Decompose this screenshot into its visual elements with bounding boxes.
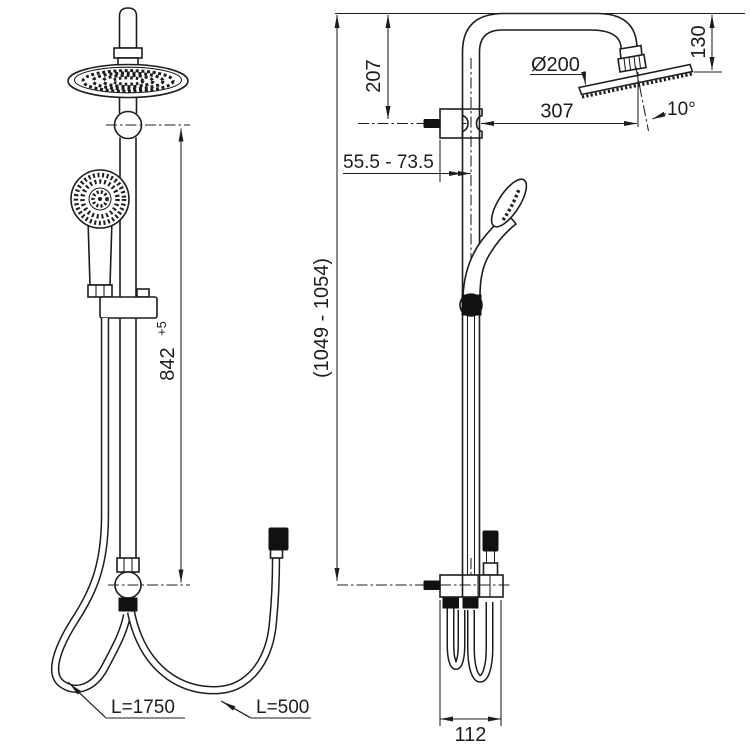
hose-end-cap (268, 527, 289, 551)
hose-long-label: L=1750 (111, 697, 175, 718)
hand-shower-side (459, 178, 528, 317)
dim-overall-text: (1049 - 1054) (311, 258, 333, 378)
slider-holder (99, 296, 158, 319)
bottom-fitting (116, 557, 140, 573)
dim-307-text: 307 (540, 101, 573, 123)
dimension-head-reach: 307 (481, 101, 637, 126)
dimension-overall-height: (1049 - 1054) (311, 15, 340, 581)
pipe-clamp (461, 108, 483, 139)
bottom-hose-loops (442, 596, 494, 683)
riser-collar (113, 47, 143, 59)
hose-short-label: L=500 (256, 697, 309, 718)
bottom-bracket-pin (423, 580, 441, 590)
head-tilt-axis (635, 66, 650, 132)
dim-842-text: 842 (157, 347, 179, 380)
hand-shower-front (70, 169, 130, 298)
outlet-connector (482, 530, 499, 576)
wall-bracket (439, 108, 464, 139)
label-hose-short: L=500 (220, 697, 311, 719)
bracket-pin (423, 119, 441, 128)
side-view: (1049 - 1054) 207 130 307 Ø200 10° (311, 12, 745, 746)
dim-130-text: 130 (688, 25, 710, 58)
dimension-top-to-bracket: 207 (363, 15, 391, 119)
dim-diameter-text: Ø200 (531, 54, 580, 76)
holder-knob (136, 288, 150, 298)
front-view: 842 +5 L=1750 L=500 (50, 7, 311, 719)
outlet-band (118, 597, 138, 612)
hose-front-of-rail (466, 315, 476, 575)
head-joint (617, 44, 647, 73)
dim-offset-text: 55.5 - 73.5 (343, 152, 434, 173)
label-head-angle: 10° (652, 99, 696, 120)
label-head-diameter: Ø200 (530, 54, 587, 85)
label-hose-long: L=1750 (67, 681, 185, 719)
bottom-bracket (439, 574, 504, 598)
dim-842-tolerance: +5 (154, 321, 169, 336)
overhead-shower-side (577, 63, 694, 99)
hose-short (126, 527, 289, 695)
dimension-head-drop: 130 (688, 15, 722, 73)
dimension-bracket-offset: 55.5 - 73.5 (343, 140, 471, 182)
dimension-outlet-width: 112 (439, 600, 502, 746)
hose-long (50, 318, 132, 693)
dim-112-text: 112 (455, 724, 487, 746)
handle-nut (87, 284, 113, 298)
dim-angle-text: 10° (667, 99, 696, 120)
dimension-rail-height: 842 +5 (154, 128, 184, 583)
overhead-shower-front (67, 63, 189, 99)
hand-shower-handle (87, 219, 113, 286)
spray-nozzles (581, 72, 693, 99)
hand-spray-nozzles (501, 187, 522, 221)
riser-pipe-top (118, 7, 138, 49)
holder-clamp (461, 294, 482, 316)
dim-207-text: 207 (363, 59, 385, 92)
